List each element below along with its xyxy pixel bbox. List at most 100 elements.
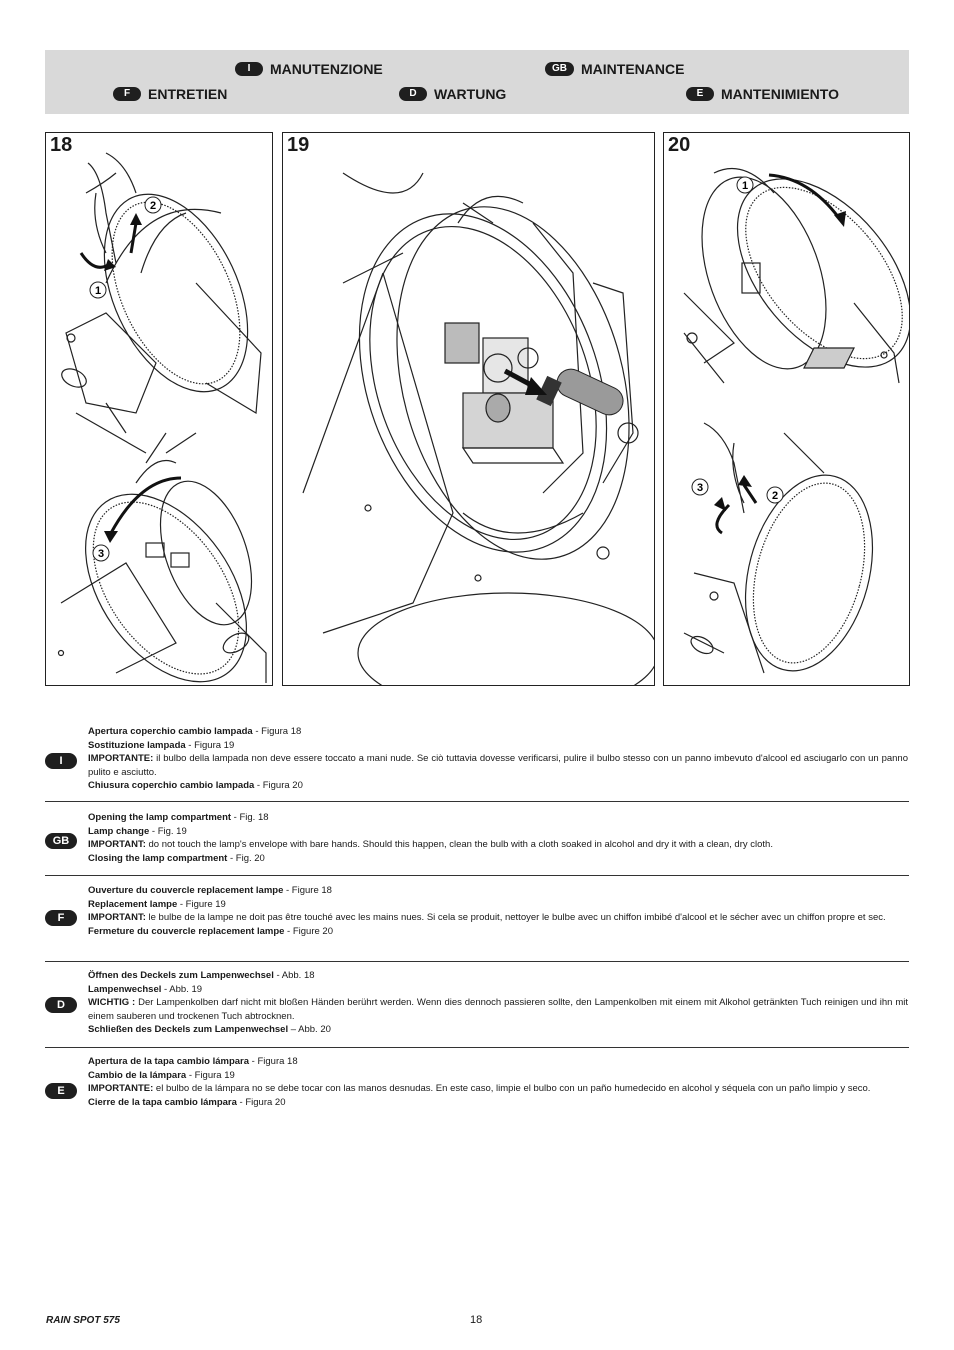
figure-18-callout-2-label: 2 [150, 200, 156, 212]
step-close: Fermeture du couvercle replacement lampe… [88, 925, 908, 939]
important-text: el bulbo de la lámpara no se debe tocar … [153, 1083, 871, 1094]
header-label-es: MANTENIMIENTO [721, 86, 839, 102]
figure-18: 2 1 3 18 [45, 132, 273, 686]
figure-18-callout-1: 1 [89, 281, 107, 299]
step-open-title: Opening the lamp compartment [88, 812, 232, 823]
divider [45, 961, 909, 962]
section-de: D Öffnen des Deckels zum Lampenwechsel -… [45, 969, 909, 1041]
important-label: WICHTIG : [88, 997, 136, 1008]
figure-18-callout-3: 3 [92, 544, 110, 562]
figure-19-number: 19 [287, 134, 310, 156]
step-close-title: Schließen des Deckels zum Lampenwechsel [88, 1024, 289, 1035]
step-replace: Lamp change - Fig. 19 [88, 825, 908, 839]
figure-20-callout-3: 3 [691, 478, 709, 496]
divider [45, 875, 909, 876]
step-replace: Sostituzione lampada - Figura 19 [88, 739, 908, 753]
divider [45, 1047, 909, 1048]
lang-badge-es: E [686, 87, 714, 101]
figure-19-illustration [302, 172, 654, 685]
header-label-gb: MAINTENANCE [581, 61, 685, 77]
header-label-fr: ENTRETIEN [148, 86, 228, 102]
lang-badge-gb: GB [45, 833, 77, 849]
step-close-ref: - Figure 20 [284, 925, 333, 937]
section-fr-text: Ouverture du couvercle replacement lampe… [88, 884, 908, 938]
important-label: IMPORTANTE: [88, 1083, 154, 1094]
important-text: le bulbe de la lampe ne doit pas être to… [145, 912, 886, 923]
step-open-ref: - Fig. 18 [231, 812, 269, 823]
product-name: RAIN SPOT 575 [46, 1315, 120, 1326]
step-close-ref: - Figura 20 [236, 1096, 286, 1108]
header-item-it: I MANUTENZIONE [235, 61, 383, 77]
figure-18-callout-2: 2 [144, 196, 162, 214]
figure-20-callout-2: 2 [766, 486, 784, 504]
important-label: IMPORTANTE: [88, 753, 154, 764]
step-replace-ref: - Figure 19 [177, 898, 226, 910]
important-note: WICHTIG : Der Lampenkolben darf nicht mi… [88, 996, 908, 1023]
step-open: Ouverture du couvercle replacement lampe… [88, 884, 908, 898]
important-note: IMPORTANT: do not touch the lamp's envel… [88, 838, 908, 852]
figure-18-callout-3-label: 3 [98, 548, 104, 560]
important-label: IMPORTANT: [88, 839, 146, 850]
step-replace-ref: - Fig. 19 [149, 825, 187, 837]
section-fr: F Ouverture du couvercle replacement lam… [45, 884, 909, 956]
step-close-ref: – Abb. 20 [288, 1024, 331, 1035]
step-close: Cierre de la tapa cambio lámpara - Figur… [88, 1096, 908, 1110]
section-gb: GB Opening the lamp compartment - Fig. 1… [45, 811, 909, 871]
section-header: I MANUTENZIONE GB MAINTENANCE F ENTRETIE… [45, 50, 909, 114]
step-open: Öffnen des Deckels zum Lampenwechsel - A… [88, 969, 908, 983]
step-open: Apertura de la tapa cambio lámpara - Fig… [88, 1055, 908, 1069]
section-gb-text: Opening the lamp compartment - Fig. 18 L… [88, 811, 908, 865]
lamp-bulb [536, 368, 624, 416]
step-open-ref: - Figura 18 [249, 1056, 298, 1067]
figure-18-illustration: 2 1 3 [57, 152, 267, 683]
step-close-title: Fermeture du couvercle replacement lampe [88, 925, 285, 937]
section-it-text: Apertura coperchio cambio lampada - Figu… [88, 725, 908, 793]
step-close-title: Chiusura coperchio cambio lampada [88, 780, 255, 791]
figure-20-callout-3-label: 3 [697, 482, 703, 494]
step-open-title: Ouverture du couvercle replacement lampe [88, 885, 284, 896]
header-item-es: E MANTENIMIENTO [686, 86, 839, 102]
figure-20-number: 20 [668, 134, 691, 156]
lang-badge-es: E [45, 1083, 77, 1099]
header-item-de: D WARTUNG [399, 86, 506, 102]
section-it: I Apertura coperchio cambio lampada - Fi… [45, 725, 909, 797]
page-number: 18 [470, 1314, 483, 1326]
important-text: do not touch the lamp's envelope with ba… [145, 839, 773, 850]
important-label: IMPORTANT: [88, 912, 146, 923]
step-replace-title: Lampenwechsel [88, 983, 162, 995]
section-es: E Apertura de la tapa cambio lámpara - F… [45, 1055, 909, 1127]
step-close-title: Cierre de la tapa cambio lámpara [88, 1096, 237, 1108]
lang-badge-de: D [399, 87, 427, 101]
section-de-text: Öffnen des Deckels zum Lampenwechsel - A… [88, 969, 908, 1037]
lang-badge-it: I [235, 62, 263, 76]
header-label-de: WARTUNG [434, 86, 507, 102]
step-open-ref: - Abb. 18 [273, 970, 315, 981]
step-open-ref: - Figura 18 [252, 726, 302, 737]
header-item-fr: F ENTRETIEN [113, 86, 227, 102]
step-replace-title: Lamp change [88, 825, 150, 837]
step-open-title: Apertura de la tapa cambio lámpara [88, 1056, 250, 1067]
step-replace-title: Cambio de la lámpara [88, 1069, 187, 1081]
step-close: Schließen des Deckels zum Lampenwechsel … [88, 1023, 908, 1037]
step-close-title: Closing the lamp compartment [88, 852, 228, 864]
lang-badge-fr: F [45, 910, 77, 926]
header-item-gb: GB MAINTENANCE [545, 61, 684, 77]
lang-badge-it: I [45, 753, 77, 769]
figure-20-callout-1-label: 1 [742, 180, 748, 192]
figure-20: 1 3 2 20 [663, 132, 910, 686]
figure-20-illustration: 1 3 2 [683, 167, 909, 674]
important-text: il bulbo della lampada non deve essere t… [88, 753, 908, 778]
step-replace: Replacement lampe - Figure 19 [88, 898, 908, 912]
step-replace: Cambio de la lámpara - Figura 19 [88, 1069, 908, 1083]
figure-20-callout-1: 1 [736, 176, 754, 194]
step-close-ref: - Fig. 20 [227, 852, 265, 864]
step-open-ref: - Figure 18 [283, 885, 332, 896]
divider [45, 801, 909, 802]
step-replace-ref: - Figura 19 [186, 1069, 235, 1081]
step-open-title: Apertura coperchio cambio lampada [88, 726, 253, 737]
step-replace-ref: - Abb. 19 [161, 983, 203, 995]
lang-badge-de: D [45, 997, 77, 1013]
step-close: Closing the lamp compartment - Fig. 20 [88, 852, 908, 866]
step-close-ref: - Figura 20 [254, 780, 303, 791]
lang-badge-fr: F [113, 87, 141, 101]
